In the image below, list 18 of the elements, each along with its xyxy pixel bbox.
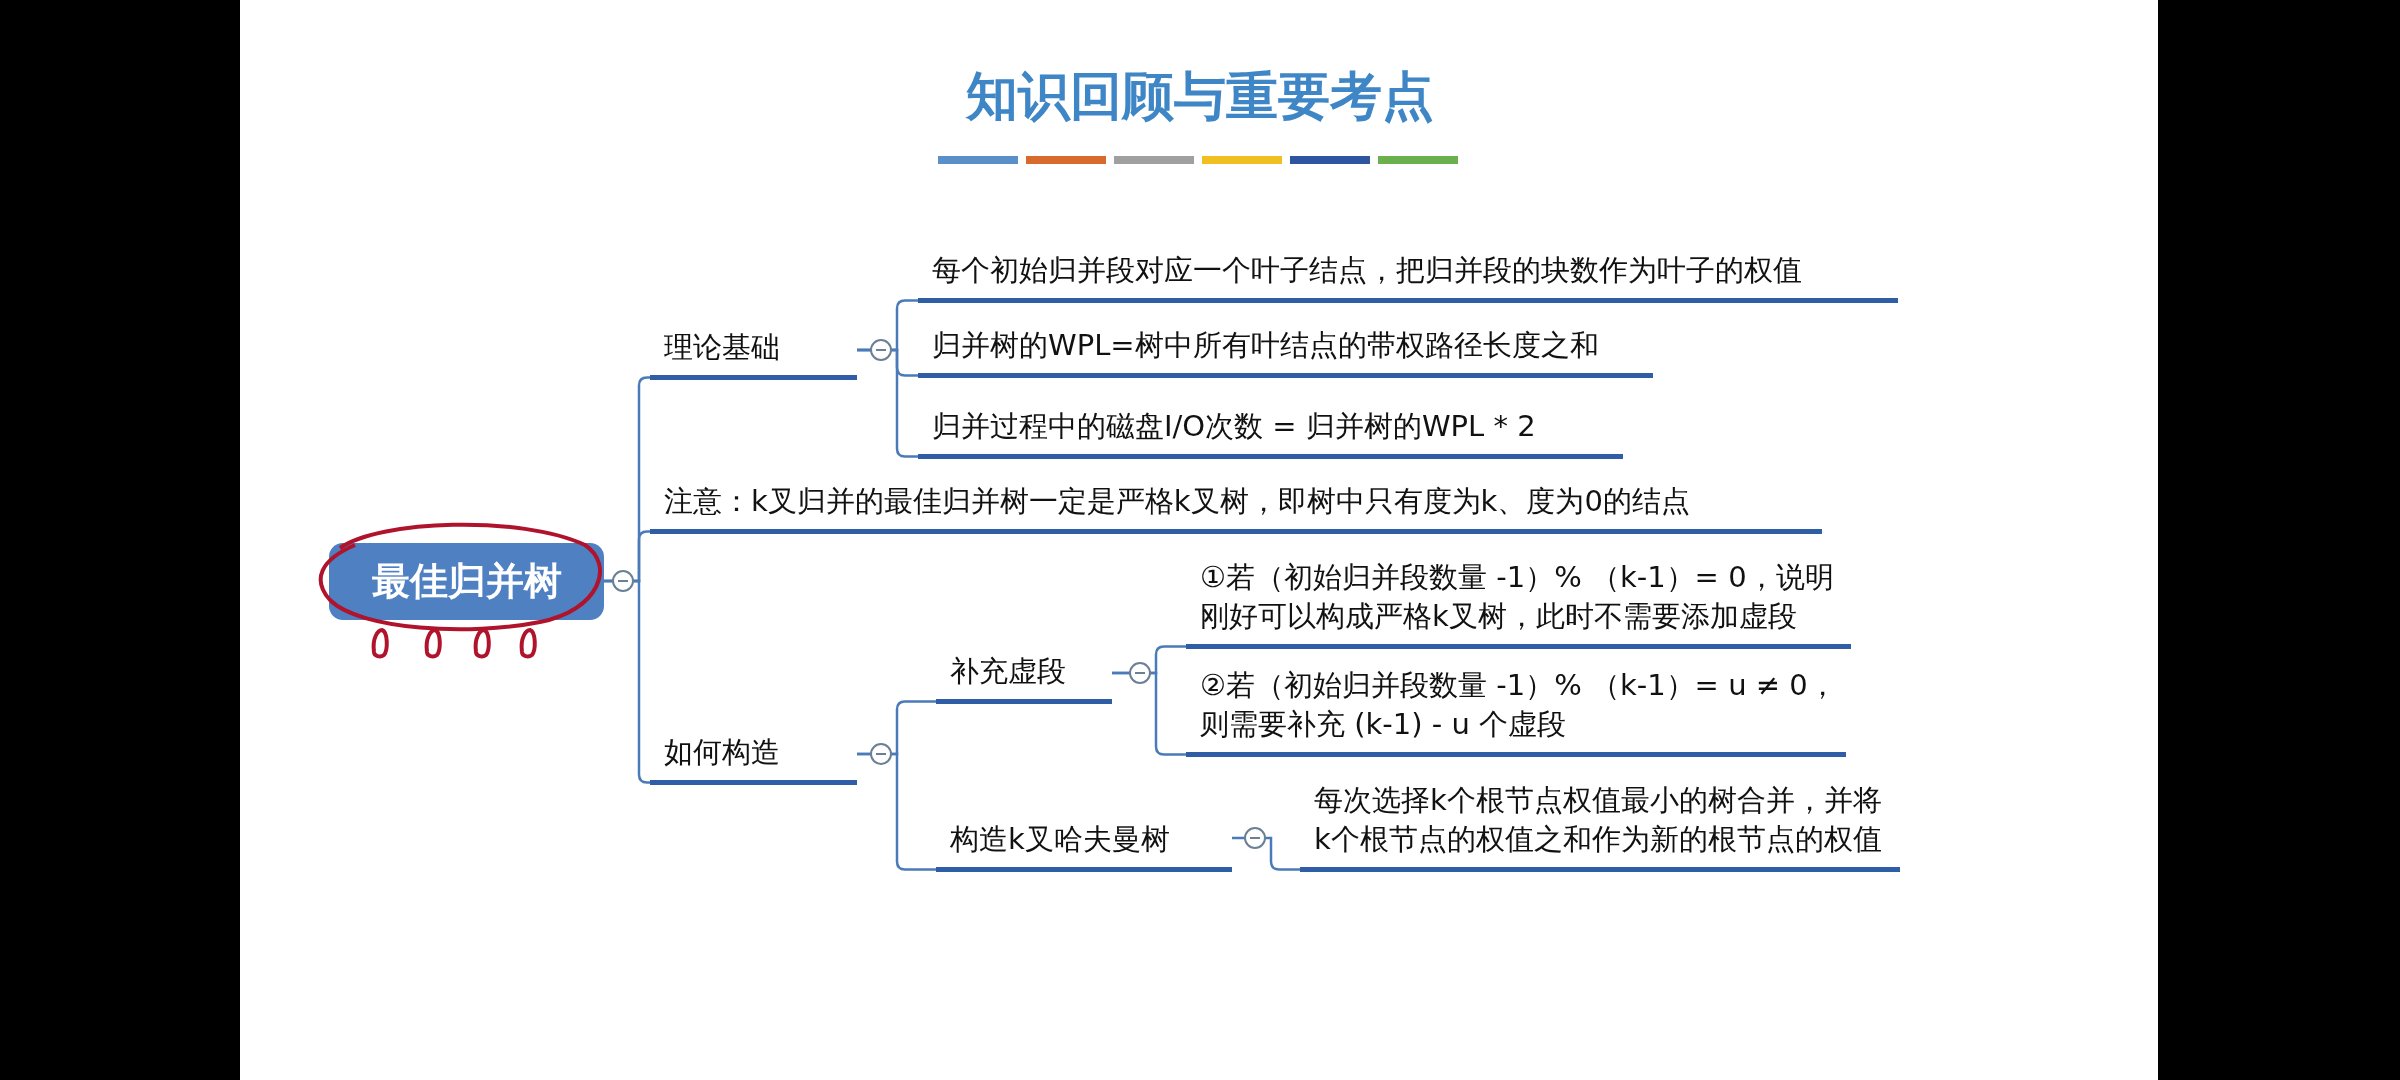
topic-text: 每个初始归并段对应一个叶子结点，把归并段的块数作为叶子的权值 [932,251,1803,289]
topic-text: 最佳归并树 [371,557,562,605]
root-topic-box [329,543,604,620]
connector-line [604,579,650,784]
connector-line [857,752,936,871]
topic-text: 理论基础 [664,328,781,366]
topic-text: 补充虚段 [950,652,1067,690]
topic-text: 注意：k叉归并的最佳归并树一定是严格k叉树，即树中只有度为k、度为0的结点 [664,482,1691,520]
connector-line [857,348,918,458]
topic-text: 归并过程中的磁盘I/O次数 = 归并树的WPL * 2 [932,407,1537,445]
topic-text: 如何构造 [664,733,781,771]
topic-text: 归并树的WPL=树中所有叶结点的带权路径长度之和 [932,326,1600,364]
topic-text: 构造k叉哈夫曼树 [950,820,1171,858]
connector-line [1232,836,1300,871]
topic-text: ②若（初始归并段数量 -1）% （k-1）= u ≠ 0，则需要补充 (k-1) - u 个虚段 [1200,666,1838,743]
topic-text: 每次选择k个根节点权值最小的树合并，并将k个根节点的权值之和作为新的根节点的权值 [1314,781,1883,858]
topic-text: ①若（初始归并段数量 -1）% （k-1）= 0，说明刚好可以构成严格k叉树，此时不需要添加虚段 [1200,558,1835,635]
title: 知识回顾与重要考点 [964,65,1435,128]
